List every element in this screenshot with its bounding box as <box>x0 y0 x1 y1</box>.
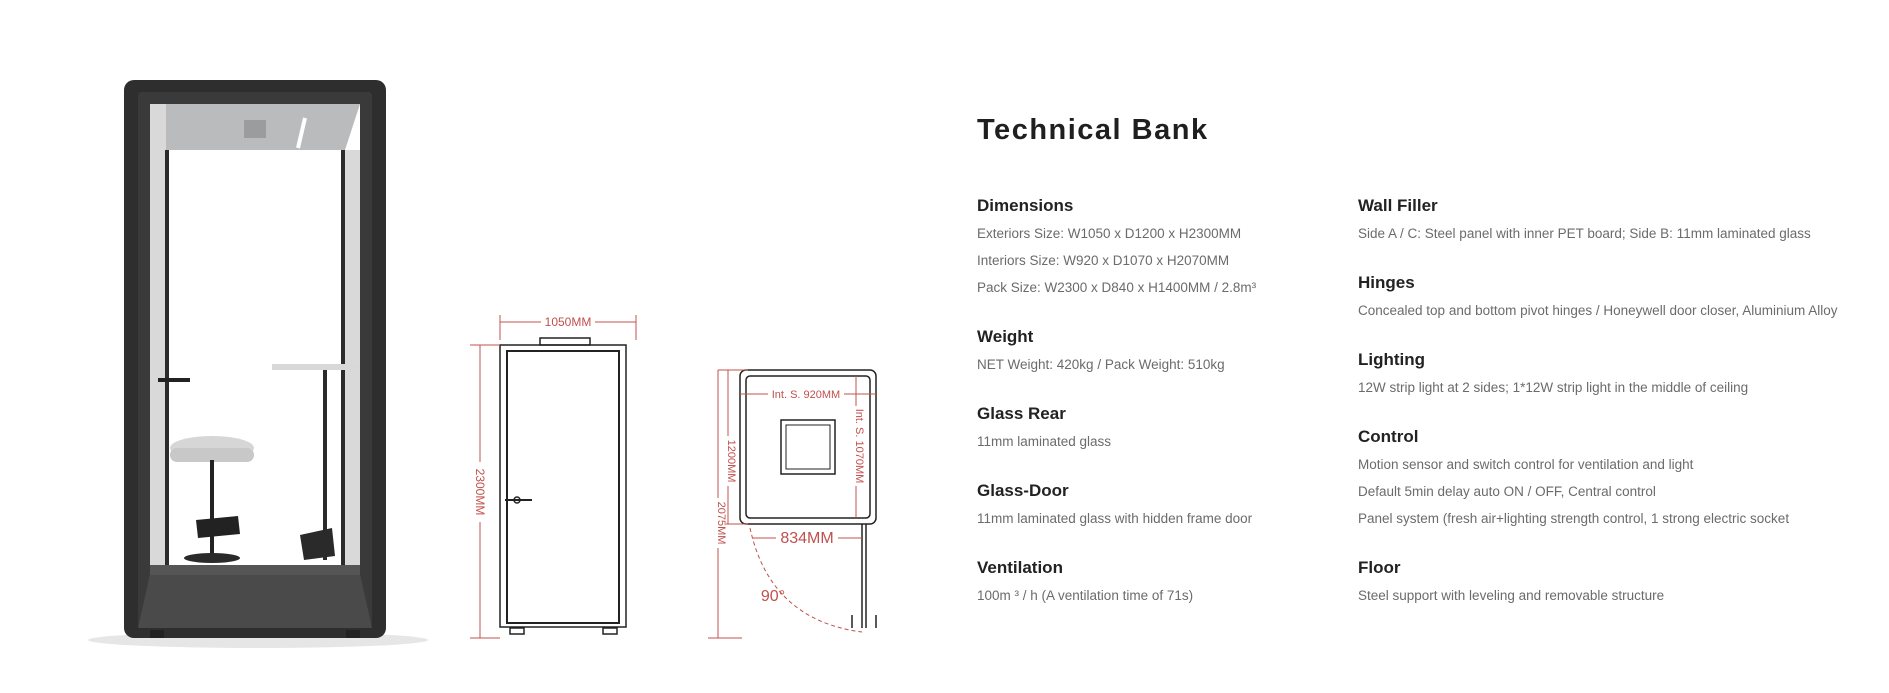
height-label: 2300MM <box>473 469 487 516</box>
page-title: Technical Bank <box>977 114 1209 146</box>
spec-line: Pack Size: W2300 x D840 x H1400MM / 2.8m… <box>977 280 1257 295</box>
spec-wall-filler: Wall Filler Side A / C: Steel panel with… <box>1358 195 1878 251</box>
spec-line: Motion sensor and switch control for ven… <box>1358 457 1694 472</box>
spec-hinges: Hinges Concealed top and bottom pivot hi… <box>1358 272 1878 328</box>
plan-view <box>739 369 877 628</box>
spec-control: Control Motion sensor and switch control… <box>1358 426 1878 536</box>
spec-line: Concealed top and bottom pivot hinges / … <box>1358 303 1838 318</box>
spec-line: Exteriors Size: W1050 x D1200 x H2300MM <box>977 226 1242 241</box>
front-elevation <box>470 315 637 639</box>
spec-lighting: Lighting 12W strip light at 2 sides; 1*1… <box>1358 349 1878 405</box>
plan-int-depth-label: Int. S. 1070MM <box>853 409 865 484</box>
spec-floor: Floor Steel support with leveling and re… <box>1358 557 1878 613</box>
booth-render <box>88 80 428 648</box>
spec-title: Control <box>1358 427 1419 446</box>
spec-title: Glass-Door <box>977 481 1069 500</box>
plan-total-depth-label: 2075MM <box>715 502 727 545</box>
spec-line: 12W strip light at 2 sides; 1*12W strip … <box>1358 380 1749 395</box>
width-label: 1050MM <box>545 315 592 329</box>
spec-ventilation: Ventilation 100m ³ / h (A ventilation ti… <box>977 557 1357 613</box>
plan-int-width-label: Int. S. 920MM <box>772 389 840 401</box>
spec-glass-door: Glass-Door 11mm laminated glass with hid… <box>977 480 1357 536</box>
spec-title: Glass Rear <box>977 404 1066 423</box>
spec-title: Wall Filler <box>1358 196 1438 215</box>
specs-left-column: Dimensions Exteriors Size: W1050 x D1200… <box>977 195 1357 613</box>
spec-line: 11mm laminated glass with hidden frame d… <box>977 511 1253 526</box>
spec-title: Floor <box>1358 558 1401 577</box>
spec-glass-rear: Glass Rear 11mm laminated glass <box>977 403 1357 459</box>
spec-line: Interiors Size: W920 x D1070 x H2070MM <box>977 253 1230 268</box>
spec-dimensions: Dimensions Exteriors Size: W1050 x D1200… <box>977 195 1357 305</box>
booth-illustration: 1050MM 2300MM Int. S. 920MM Int. S. 1070… <box>88 80 877 648</box>
spec-title: Ventilation <box>977 558 1063 577</box>
spec-line: Steel support with leveling and removabl… <box>1358 588 1665 603</box>
specs-right-column: Wall Filler Side A / C: Steel panel with… <box>1358 195 1878 613</box>
spec-line: 11mm laminated glass <box>977 434 1112 449</box>
spec-title: Lighting <box>1358 350 1426 369</box>
plan-depth-label: 1200MM <box>725 440 737 483</box>
spec-title: Hinges <box>1358 273 1415 292</box>
spec-line: Default 5min delay auto ON / OFF, Centra… <box>1358 484 1656 499</box>
spec-line: Panel system (fresh air+lighting strengt… <box>1358 511 1790 526</box>
spec-line: NET Weight: 420kg / Pack Weight: 510kg <box>977 357 1225 372</box>
spec-line: Side A / C: Steel panel with inner PET b… <box>1358 226 1811 241</box>
door-angle-label: 90° <box>761 588 785 605</box>
spec-title: Weight <box>977 327 1034 346</box>
door-width-label: 834MM <box>780 530 833 547</box>
spec-weight: Weight NET Weight: 420kg / Pack Weight: … <box>977 326 1357 382</box>
spec-line: 100m ³ / h (A ventilation time of 71s) <box>977 588 1194 603</box>
spec-title: Dimensions <box>977 196 1074 215</box>
